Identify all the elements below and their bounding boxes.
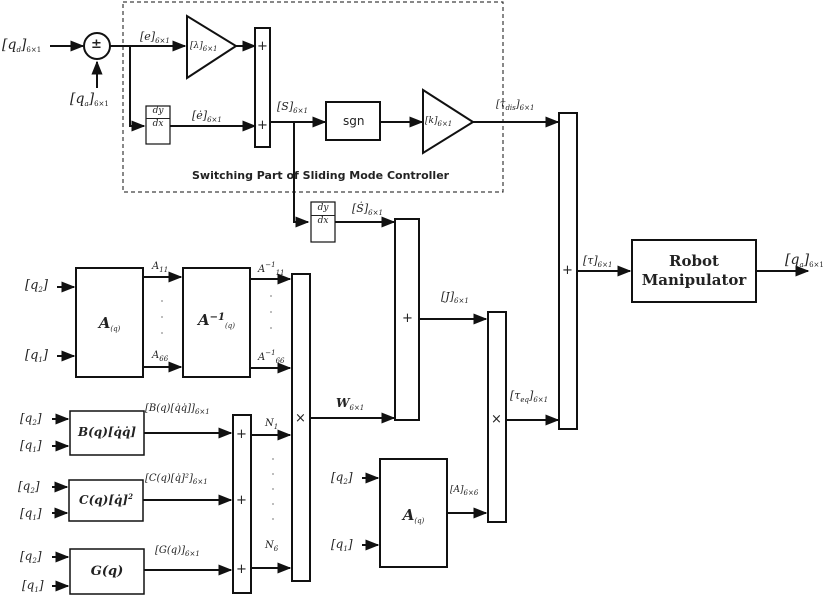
ellipsis-dot <box>161 316 163 318</box>
signal-e-label: [e]6×1 <box>140 30 170 45</box>
A-inverse-block <box>182 267 251 378</box>
sum-n-plus-1: + <box>236 427 247 442</box>
ellipsis-dot <box>272 488 274 490</box>
signal-N1-label: N1 <box>265 418 279 431</box>
signal-C-out-label: [C(q)[q̇]²]6×1 <box>145 473 208 486</box>
signal-tau-eq-label: [τeq]6×1 <box>510 389 549 404</box>
output-qa-label: [qa]6×1 <box>785 252 824 269</box>
sum-s-plus-2: + <box>257 118 268 133</box>
B-q-label: B(q)[q̇q̇] <box>77 425 137 439</box>
A-inverse-label: A−1(q) <box>198 311 235 330</box>
signal-N6-label: N6 <box>265 540 279 553</box>
joint-input-q1-label: [q1] <box>25 348 48 364</box>
ellipsis-dot <box>161 300 163 302</box>
signal-A-matrix-label: [A]6×6 <box>450 485 479 497</box>
signal-tau-label: [τ]6×1 <box>583 254 613 269</box>
switching-part-boundary <box>122 1 504 193</box>
sum-block-n <box>232 414 252 594</box>
signal-s-label: [S]6×1 <box>277 100 308 115</box>
lower-A-input-q1-label: [q1] <box>331 537 353 553</box>
sum-n-plus-2: + <box>236 493 247 508</box>
ellipsis-dot <box>270 311 272 313</box>
B-input-q1-label: [q1] <box>20 438 42 454</box>
signal-A66-label: A66 <box>152 350 169 363</box>
lambda-gain-label: [λ]6×1 <box>190 41 218 53</box>
lambda-gain <box>186 14 238 80</box>
sum-j-plus: + <box>402 311 413 326</box>
summer-sign: ± <box>91 37 102 52</box>
lower-A-q-label: A(q) <box>402 506 425 525</box>
product-block-w <box>291 273 311 582</box>
sum-block-s <box>254 27 271 148</box>
sum-tau-plus: + <box>562 263 573 278</box>
signal-j-label: [J]6×1 <box>441 290 469 305</box>
ellipsis-dot <box>161 332 163 334</box>
signal-tau-dis-label: [τdis]6×1 <box>496 99 535 112</box>
ellipsis-dot <box>272 458 274 460</box>
signal-B-out-label: [B(q)[q̇q̇]]6×1 <box>145 403 210 416</box>
G-q-block <box>69 548 145 595</box>
input-qd-label: [qd]6×1 <box>2 37 42 54</box>
sgn-label: sgn <box>343 114 365 128</box>
ellipsis-dot <box>272 503 274 505</box>
signal-Ainv11-label: A−111 <box>258 261 285 277</box>
product-block-tau-eq <box>487 311 507 523</box>
A-q-block <box>75 267 144 378</box>
signal-sdot-label: [Ṡ]6×1 <box>352 202 383 217</box>
signal-A11-label: A11 <box>152 261 169 274</box>
k-gain <box>422 88 475 155</box>
lower-A-input-q2-label: [q2] <box>331 470 353 486</box>
feedback-qa-label: [qa]6×1 <box>70 91 109 108</box>
C-input-q1-label: [q1] <box>20 506 42 522</box>
ellipsis-dot <box>272 473 274 475</box>
product-w-times: × <box>295 411 306 426</box>
G-q-label: G(q) <box>90 564 124 579</box>
ellipsis-dot <box>270 295 272 297</box>
signal-edot-label: [ė]6×1 <box>192 109 222 124</box>
sum-s-plus-1: + <box>257 39 268 54</box>
ellipsis-dot <box>270 327 272 329</box>
signal-Ainv66-label: A−166 <box>258 349 285 365</box>
signal-G-out-label: [G(q)]6×1 <box>155 545 200 558</box>
C-q-label: C(q)[q̇]2 <box>79 492 133 507</box>
C-input-q2-label: [q2] <box>18 479 40 495</box>
A-q-label: A(q) <box>98 314 121 333</box>
G-input-q2-label: [q2] <box>20 549 42 565</box>
signal-w-label: W6×1 <box>336 396 365 412</box>
joint-input-q2-label: [q2] <box>25 278 48 294</box>
k-gain-label: [k]6×1 <box>425 116 453 128</box>
G-input-q1-label: [q1] <box>22 578 44 594</box>
sum-n-plus-3: + <box>236 562 247 577</box>
switching-part-caption: Switching Part of Sliding Mode Controlle… <box>192 169 450 182</box>
product-tau-eq-times: × <box>491 412 502 427</box>
ellipsis-dot <box>272 518 274 520</box>
robot-manipulator-label: Robot Manipulator <box>641 252 747 289</box>
B-input-q2-label: [q2] <box>20 411 42 427</box>
